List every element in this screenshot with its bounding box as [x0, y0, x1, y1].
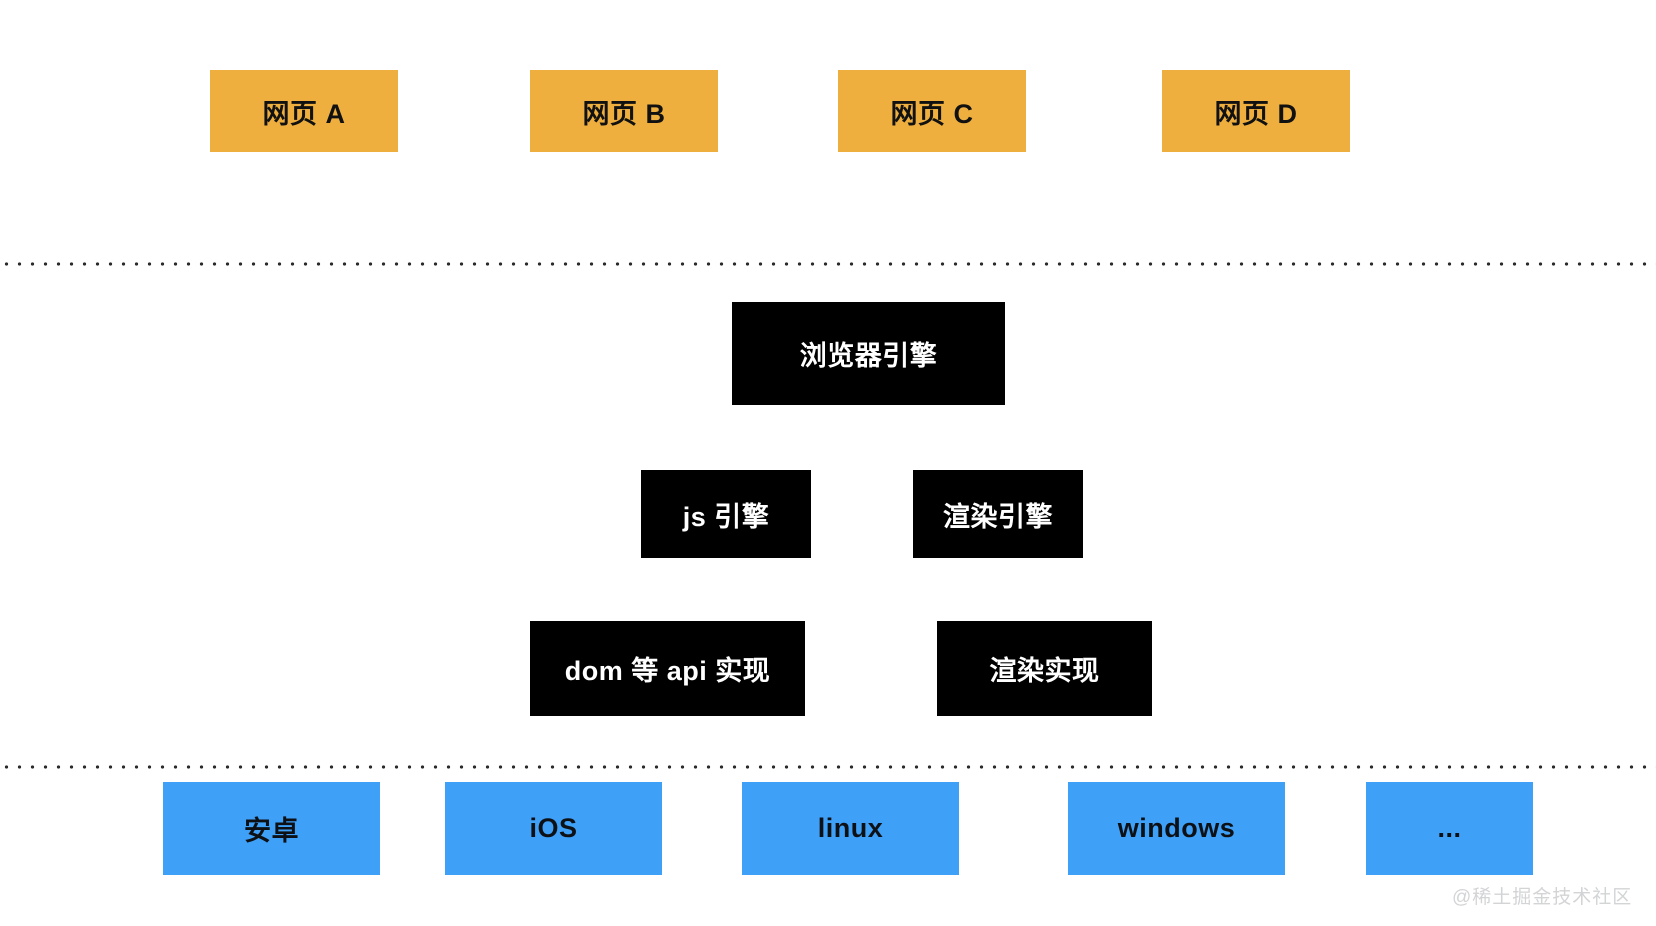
- web-page-box-2: 网页 C: [838, 70, 1026, 152]
- os-box-label: windows: [1117, 813, 1236, 843]
- watermark: @稀土掘金技术社区: [1452, 887, 1633, 908]
- engine-box-engine-sub-row-label: dom 等 api 实现: [564, 656, 771, 686]
- os-box-2: linux: [742, 782, 959, 875]
- engine-box-engine-root-row-label: 浏览器引擎: [799, 341, 938, 371]
- engine-box-engine-sub-row-label: 渲染引擎: [943, 501, 1053, 532]
- os-box-label: 安卓: [244, 816, 299, 846]
- divider-engine-os: [0, 765, 1656, 769]
- web-page-box-label: 网页 C: [890, 98, 974, 129]
- os-box-label: iOS: [529, 813, 578, 843]
- engine-box-engine-root-row-0: 浏览器引擎: [732, 302, 1005, 405]
- divider-web-engine: [0, 262, 1656, 266]
- engine-box-engine-sub-row-2: dom 等 api 实现: [530, 621, 805, 716]
- web-page-box-3: 网页 D: [1162, 70, 1350, 152]
- os-box-label: ...: [1437, 813, 1462, 843]
- web-page-box-label: 网页 D: [1214, 98, 1298, 129]
- web-page-box-0: 网页 A: [210, 70, 398, 152]
- os-box-4: ...: [1366, 782, 1533, 875]
- os-box-label: linux: [817, 813, 884, 843]
- web-page-box-label: 网页 A: [262, 98, 346, 129]
- os-box-1: iOS: [445, 782, 662, 875]
- engine-box-engine-sub-row-label: js 引擎: [682, 501, 770, 532]
- web-page-box-1: 网页 B: [530, 70, 718, 152]
- web-page-box-label: 网页 B: [582, 98, 666, 129]
- os-box-0: 安卓: [163, 782, 380, 875]
- engine-box-engine-sub-row-1: 渲染引擎: [913, 470, 1083, 558]
- os-box-3: windows: [1068, 782, 1285, 875]
- engine-box-engine-sub-row-label: 渲染实现: [989, 656, 1100, 686]
- engine-box-engine-sub-row-3: 渲染实现: [937, 621, 1152, 716]
- engine-box-engine-sub-row-0: js 引擎: [641, 470, 811, 558]
